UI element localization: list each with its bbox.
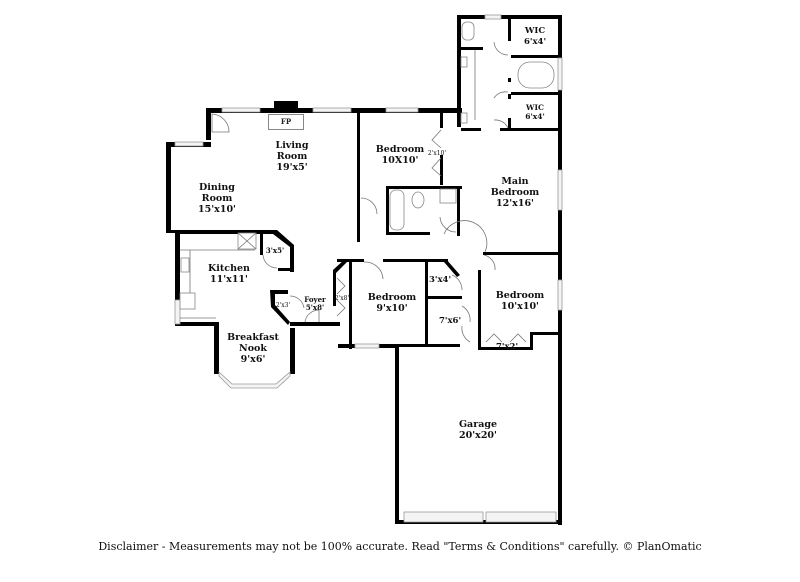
room-main-bedroom: Main Bedroom 12'x16': [491, 176, 539, 209]
room-dining-room: Dining Room 15'x10': [198, 182, 236, 215]
room-size: 6'x4': [525, 112, 545, 121]
room-size: 15'x10': [198, 204, 236, 215]
room-name: Living: [275, 140, 309, 151]
room-size: 12'x16': [496, 198, 534, 209]
room-name: Bedroom: [495, 290, 545, 301]
room-name: Nook: [239, 343, 267, 354]
room-size: 10'x10': [501, 301, 539, 312]
room-name: Kitchen: [208, 263, 250, 274]
room-bedroom-right: Bedroom 10'x10': [496, 290, 544, 312]
room-foyer: Foyer 5'x8': [304, 296, 325, 312]
room-living-room: Living Room 19'x5': [276, 140, 309, 173]
room-breakfast-nook: Breakfast Nook 9'x6': [227, 332, 279, 365]
room-size: 10X10': [381, 155, 419, 166]
room-size: 6'x4': [523, 37, 547, 47]
room-kitchen: Kitchen 11'x11': [208, 263, 250, 285]
closet-hall: 3'x4': [428, 275, 452, 285]
room-name: Main: [501, 176, 529, 187]
room-name: Breakfast: [227, 332, 279, 343]
room-name: Bedroom: [375, 144, 425, 155]
room-size: 9'x6': [240, 354, 266, 365]
room-name: WIC: [524, 26, 546, 36]
room-name: Foyer: [304, 295, 326, 304]
room-garage: Garage 20'x20': [459, 419, 497, 441]
room-name: Bedroom: [490, 187, 540, 198]
closet-utility: 7'x6': [438, 316, 462, 326]
room-name: Garage: [458, 419, 498, 430]
room-wic-bottom: WIC 6'x4': [525, 103, 545, 121]
room-bedroom-top: Bedroom 10X10': [376, 144, 424, 166]
room-size: 19'x5': [276, 162, 308, 173]
room-name: Room: [276, 151, 308, 162]
closet-pantry: 3'x5': [265, 246, 285, 255]
room-size: 9'x10': [376, 303, 408, 314]
room-name: Bedroom: [367, 292, 417, 303]
room-size: 5'x8': [305, 303, 325, 312]
closet-foyer: 2'x3': [275, 302, 291, 309]
disclaimer-text: Disclaimer - Measurements may not be 100…: [98, 540, 702, 553]
fireplace: FP: [268, 114, 304, 130]
room-name: Room: [201, 193, 233, 204]
room-wic-top: WIC 6'x4': [524, 26, 546, 48]
windows: [174, 14, 563, 523]
room-name: Dining: [199, 182, 235, 193]
room-name: WIC: [526, 103, 544, 112]
fixtures: [179, 21, 555, 343]
closet-bedroom-middle: 2'x8': [334, 295, 350, 302]
closet-bedroom-top: 2'x10': [427, 150, 447, 157]
room-size: 11'x11': [210, 274, 248, 285]
room-bedroom-middle: Bedroom 9'x10': [368, 292, 416, 314]
closet-bedroom-right: 7'x2': [495, 342, 519, 352]
room-size: 20'x20': [459, 430, 497, 441]
